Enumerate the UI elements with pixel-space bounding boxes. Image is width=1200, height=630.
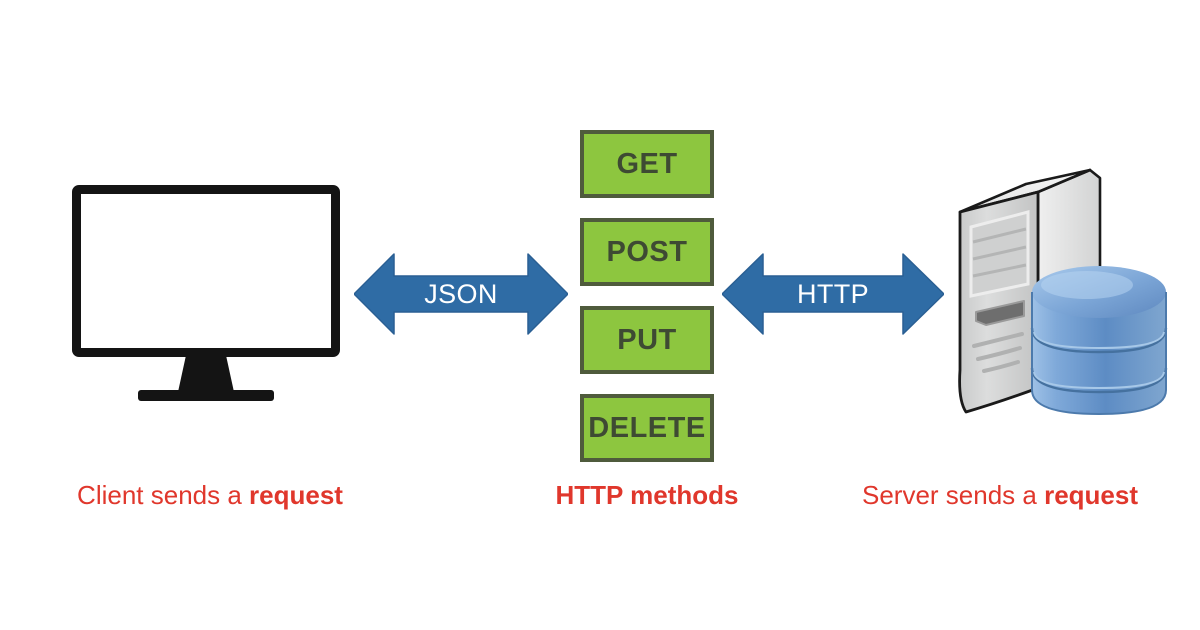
- server-caption-prefix: Server sends a: [861, 480, 1045, 510]
- double-arrow-icon: [354, 253, 568, 335]
- monitor-icon: [72, 185, 340, 401]
- method-box-delete[interactable]: DELETE: [580, 394, 714, 462]
- methods-caption: HTTP methods: [555, 480, 739, 510]
- json-connection-arrow: JSON: [354, 252, 568, 336]
- method-box-get[interactable]: GET: [580, 130, 714, 198]
- database-cylinder-icon: [1030, 266, 1168, 416]
- http-methods-list: GET POST PUT DELETE: [580, 130, 714, 462]
- monitor-stand-neck: [178, 356, 234, 392]
- server-caption: Server sends a request: [800, 480, 1200, 511]
- client-caption-emphasis: request: [249, 480, 343, 510]
- server-caption-emphasis: request: [1044, 480, 1138, 510]
- monitor-screen: [72, 185, 340, 357]
- server-group: [940, 160, 1180, 430]
- http-connection-arrow: HTTP: [722, 252, 944, 336]
- method-box-post[interactable]: POST: [580, 218, 714, 286]
- double-arrow-icon: [722, 253, 944, 335]
- client-caption: Client sends a request: [0, 480, 420, 511]
- monitor-stand-base: [138, 390, 274, 401]
- client-caption-prefix: Client sends a: [77, 480, 250, 510]
- method-box-put[interactable]: PUT: [580, 306, 714, 374]
